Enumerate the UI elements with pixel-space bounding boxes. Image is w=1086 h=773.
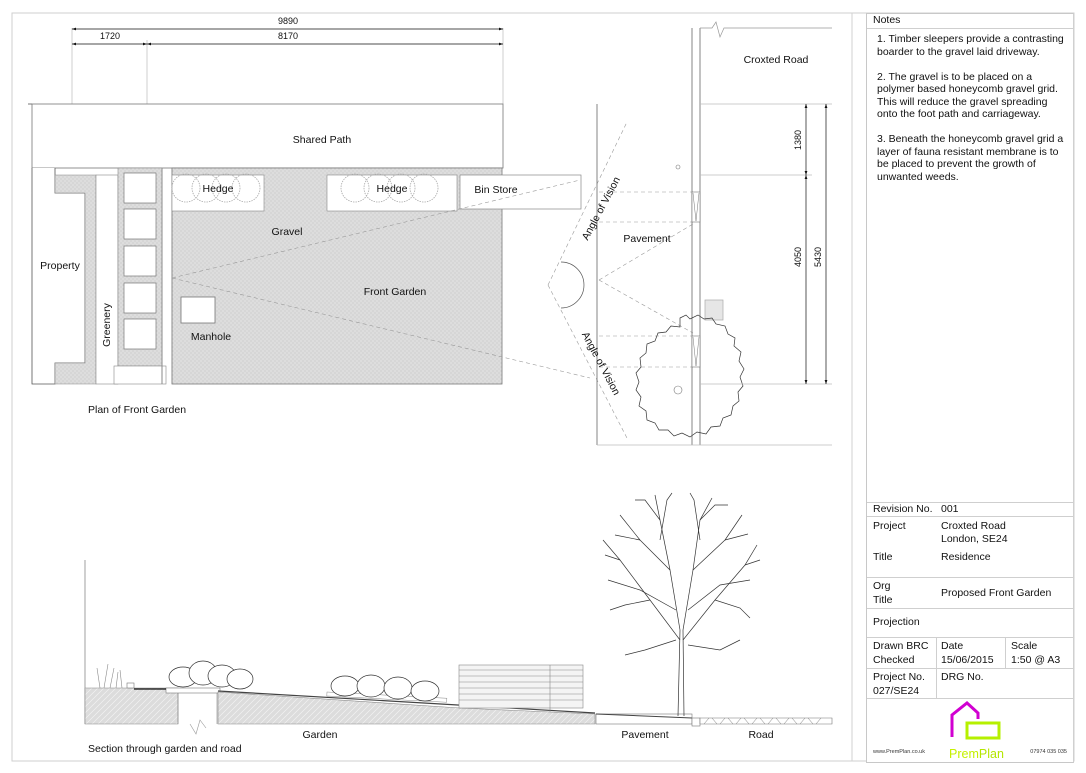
tree-canopy-plan (635, 314, 745, 438)
hedge-bed-right (326, 174, 458, 212)
brand-name-prem: Prem (949, 747, 979, 761)
label-croxted-road: Croxted Road (744, 54, 809, 66)
org-title-row: Org Title Proposed Front Garden (867, 577, 1073, 608)
note-item-2: 2. The gravel is to be placed on a polym… (877, 70, 1058, 121)
drg-no-label: DRG No. (941, 671, 984, 683)
projection-row: Projection (867, 608, 1073, 637)
drawn-label: Drawn BRC (873, 640, 929, 652)
title-block-panel: Notes 1. Timber sleepers provide a contr… (866, 13, 1074, 763)
dimension-lower-depth: 4050 (793, 247, 803, 267)
sheet-border (11, 12, 1075, 762)
project-line-2: London, SE24 (941, 533, 1008, 545)
website-text: www.PremPlan.co.uk (873, 749, 925, 755)
project-number-row: Project No. 027/SE24 DRG No. (867, 668, 1073, 699)
scale-label: Scale (1011, 640, 1038, 652)
projection-label: Projection (873, 616, 920, 628)
label-garden: Garden (302, 729, 337, 741)
label-gravel: Gravel (272, 226, 303, 238)
title-block: Revision No. 001 Project Croxted Road Lo… (867, 502, 1073, 699)
label-pavement-section: Pavement (621, 729, 668, 741)
property-outline (31, 168, 86, 385)
dimension-right-segment: 8170 (278, 31, 298, 41)
premplan-logo-block: www.PremPlan.co.uk PremPlan 07974 035 03… (867, 698, 1073, 763)
section-title: Section through garden and road (88, 743, 242, 755)
checked-label: Checked (873, 654, 915, 666)
project-label: Project (873, 520, 906, 532)
label-hedge-left: Hedge (203, 183, 234, 195)
label-shared-path: Shared Path (293, 134, 352, 146)
note-item-3: 3. Beneath the honeycomb gravel grid a l… (877, 133, 1064, 183)
brand-name: PremPlan (949, 747, 1004, 761)
scale-value: 1:50 @ A3 (1011, 654, 1061, 666)
project-no-value: 027/SE24 (873, 685, 920, 697)
plan-drawing (28, 21, 832, 446)
label-road: Road (748, 729, 773, 741)
shared-path-area (31, 103, 504, 169)
org-title-label: Title (873, 594, 893, 606)
dimension-total-depth: 5430 (813, 247, 823, 267)
project-no-label: Project No. (873, 671, 925, 683)
label-angle-of-vision-top: Angle of Vision (580, 175, 623, 242)
revision-label: Revision No. (873, 503, 933, 515)
label-hedge-right: Hedge (377, 183, 408, 195)
notes-list: 1. Timber sleepers provide a contrasting… (867, 29, 1073, 183)
project-line-1: Croxted Road (941, 520, 1006, 532)
org-label: Org (873, 580, 891, 592)
dimension-left-segment: 1720 (100, 31, 120, 41)
project-row: Project Croxted Road London, SE24 Title … (867, 516, 1073, 577)
top-dimension-lines (71, 27, 504, 104)
label-greenery: Greenery (101, 302, 113, 347)
drawn-date-scale-row: Drawn BRC Checked Date 15/06/2015 Scale … (867, 637, 1073, 668)
tree-elevation (602, 492, 761, 717)
side-dimension-lines (700, 103, 832, 385)
label-front-garden: Front Garden (364, 286, 427, 298)
note-item-1: 1. Timber sleepers provide a contrasting… (877, 33, 1064, 58)
plan-title: Plan of Front Garden (88, 404, 186, 416)
label-pavement-plan: Pavement (623, 233, 670, 245)
notes-heading: Notes (867, 14, 1073, 29)
title-label: Title (873, 551, 893, 563)
title-value: Residence (941, 551, 991, 563)
label-bin-store: Bin Store (474, 184, 517, 196)
label-manhole: Manhole (191, 331, 231, 343)
dimension-overall-width: 9890 (278, 16, 298, 26)
drain-cover (704, 299, 724, 321)
date-value: 15/06/2015 (941, 654, 994, 666)
label-property: Property (40, 260, 80, 272)
phone-text: 07974 035 035 (1030, 749, 1067, 755)
bin-store (459, 174, 582, 210)
date-label: Date (941, 640, 964, 652)
revision-value: 001 (941, 503, 959, 515)
revision-row: Revision No. 001 (867, 502, 1073, 516)
dimension-upper-depth: 1380 (793, 130, 803, 150)
premplan-house-icon (950, 701, 1001, 740)
greenery-strip (95, 174, 119, 385)
org-title-value: Proposed Front Garden (941, 587, 1052, 599)
brand-name-plan: Plan (978, 747, 1004, 761)
section-drawing (84, 560, 833, 735)
manhole (180, 296, 216, 324)
